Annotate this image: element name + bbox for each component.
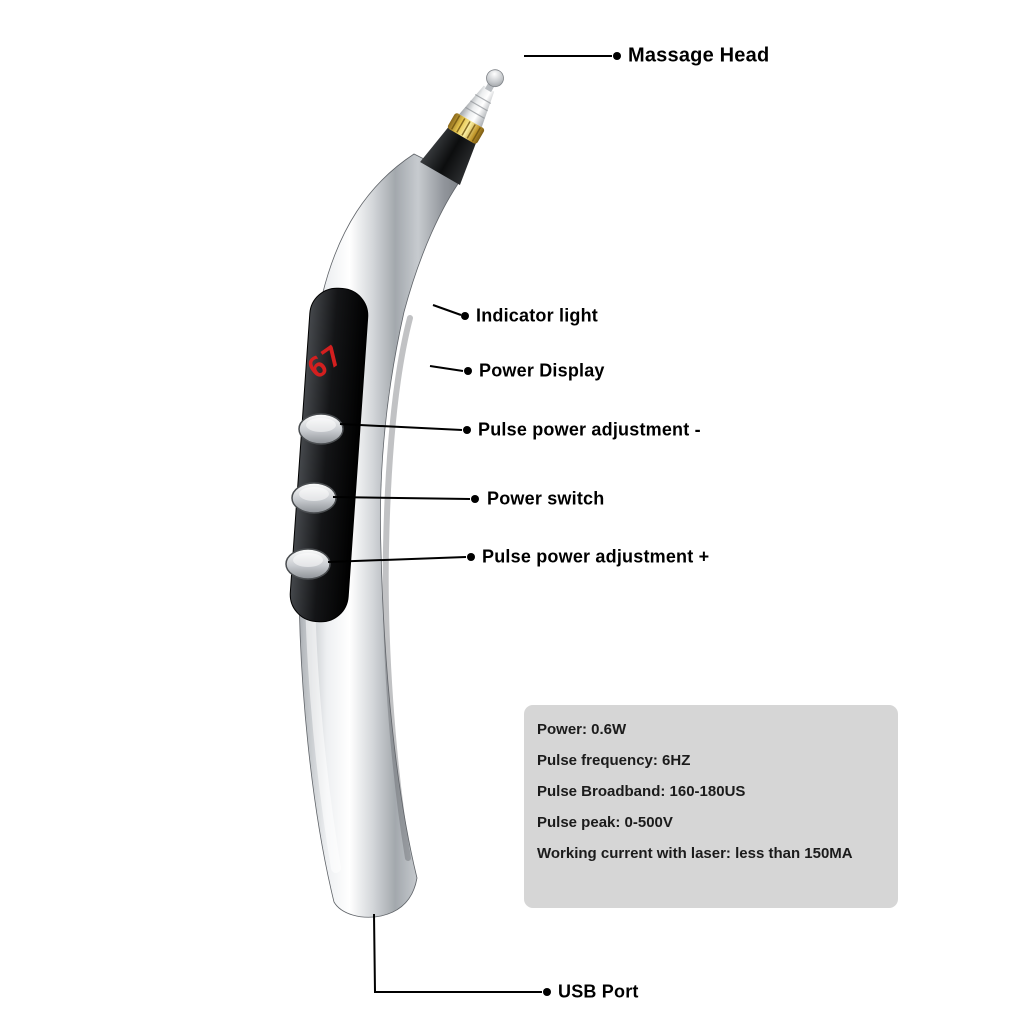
spec-pulse-frequency: Pulse frequency: 6HZ xyxy=(537,752,691,769)
head-tip-ball xyxy=(486,69,504,88)
leader-line-power-switch xyxy=(332,496,471,500)
pulse-minus-button xyxy=(298,413,344,445)
control-panel xyxy=(289,287,369,623)
gold-ring-knurls xyxy=(450,115,482,142)
pulse-plus-button xyxy=(285,548,331,580)
spec-working-current: Working current with laser: less than 15… xyxy=(537,845,853,862)
body-shadow-streak xyxy=(382,315,413,861)
indicator-light-label: Indicator light xyxy=(476,305,598,326)
leader-dot-power-display xyxy=(464,367,472,375)
leader-line-pulse-plus xyxy=(327,556,467,563)
leader-dot-pulse-minus xyxy=(463,426,471,434)
leader-dot-pulse-plus xyxy=(467,553,475,561)
leader-dot-indicator-light xyxy=(461,312,469,320)
specs-box: Power: 0.6W Pulse frequency: 6HZ Pulse B… xyxy=(524,705,898,908)
leader-line-usb-port xyxy=(373,913,542,993)
head-ridges xyxy=(465,93,492,119)
massage-head-label: Massage Head xyxy=(628,44,770,67)
leader-line-indicator-light xyxy=(432,304,462,316)
leader-dot-massage-head xyxy=(613,52,621,60)
pulse-power-plus-label: Pulse power adjustment + xyxy=(482,546,710,567)
leader-dot-usb-port xyxy=(543,988,551,996)
spec-power: Power: 0.6W xyxy=(537,721,627,738)
power-switch-button xyxy=(291,482,337,514)
power-display-label: Power Display xyxy=(479,360,605,381)
spec-pulse-peak: Pulse peak: 0-500V xyxy=(537,814,673,831)
pulse-power-minus-label: Pulse power adjustment - xyxy=(478,419,701,440)
head-cone xyxy=(459,85,495,128)
leader-dot-power-switch xyxy=(471,495,479,503)
spec-pulse-broadband: Pulse Broadband: 160-180US xyxy=(537,783,746,800)
power-switch-label: Power switch xyxy=(487,488,605,509)
leader-line-power-display xyxy=(429,365,464,372)
leader-line-pulse-minus xyxy=(339,423,463,431)
massage-head xyxy=(420,69,504,185)
usb-port-label: USB Port xyxy=(558,981,639,1002)
